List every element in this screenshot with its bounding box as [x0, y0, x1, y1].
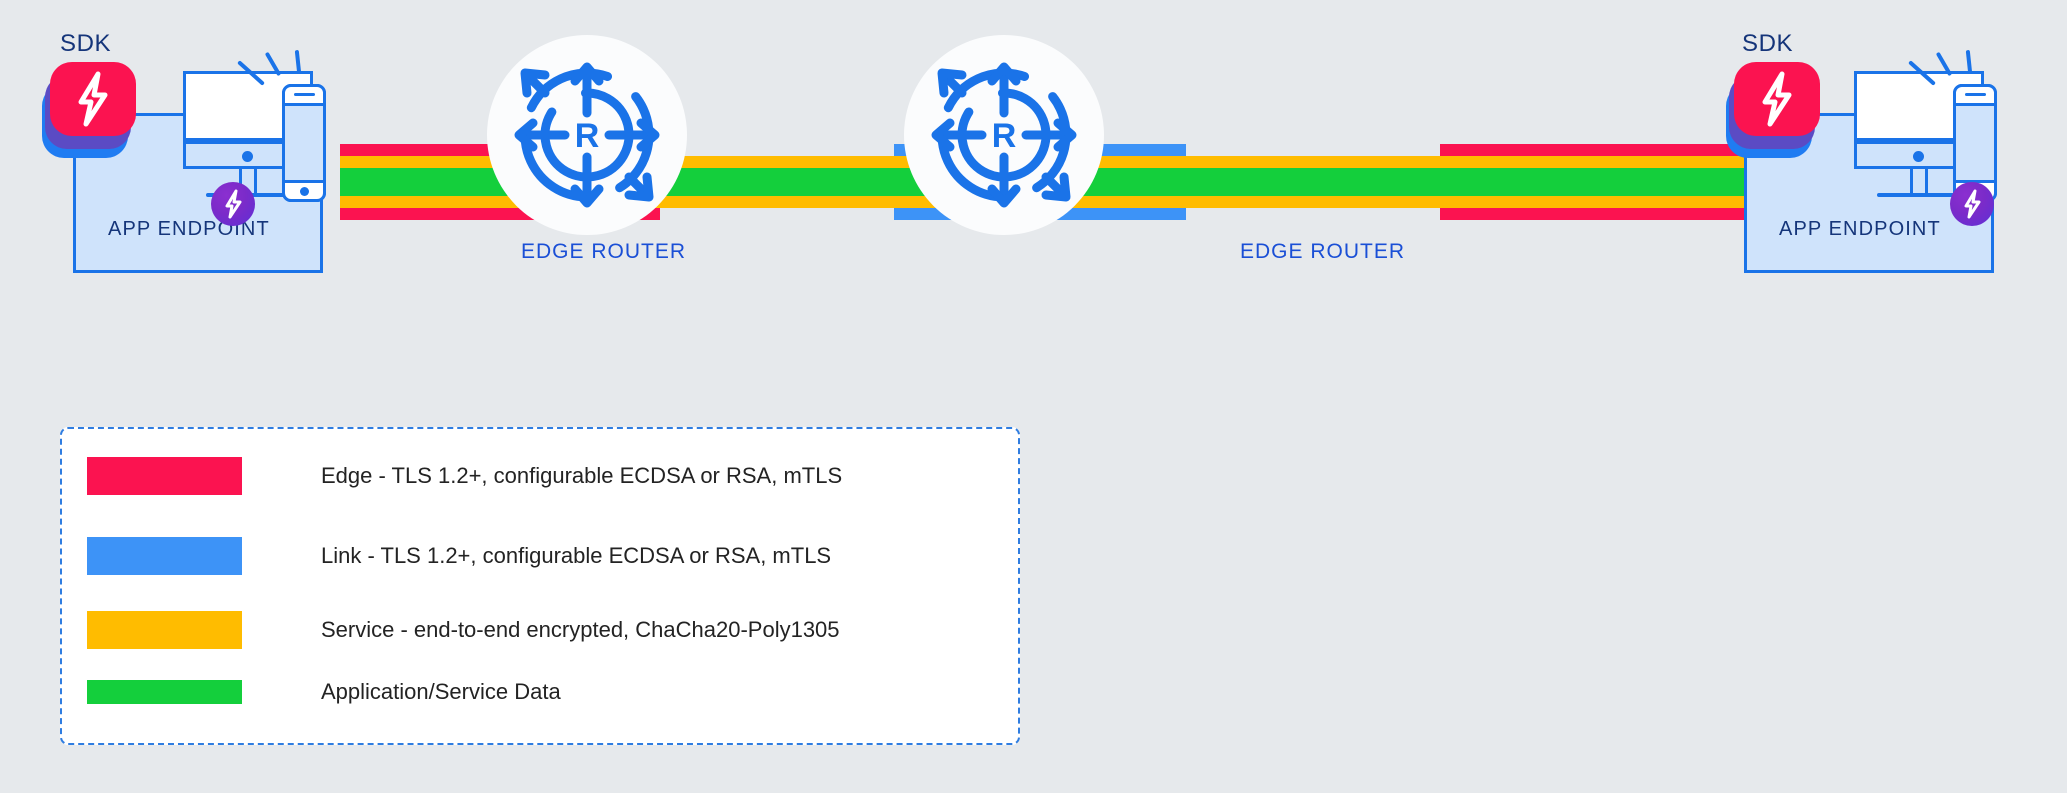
phone-speaker [294, 93, 315, 96]
link-segment-right-edge [1420, 140, 1760, 228]
stripe-data-green [640, 168, 900, 196]
right-sdk-icon[interactable] [1726, 62, 1822, 158]
left-sdk-icon[interactable] [42, 62, 138, 158]
router-arrows-icon: R [931, 62, 1077, 208]
legend-label: Edge - TLS 1.2+, configurable ECDSA or R… [321, 463, 843, 488]
svg-text:R: R [575, 117, 600, 155]
stripe-service-yellow-bottom [640, 196, 900, 208]
left-sdk-label: SDK [60, 30, 112, 57]
badge-bolt-icon [1964, 189, 1981, 219]
legend-item[interactable]: Link - TLS 1.2+, configurable ECDSA or R… [87, 537, 831, 575]
legend-label: Service - end-to-end encrypted, ChaCha20… [321, 617, 840, 642]
left-ziti-badge-icon[interactable] [211, 182, 255, 226]
legend-swatch-data [87, 680, 242, 704]
stripe-service-yellow-top [1180, 156, 1440, 168]
legend-panel: Edge - TLS 1.2+, configurable ECDSA or R… [60, 427, 1020, 745]
router-arrows-icon: R [514, 62, 660, 208]
legend-item[interactable]: Service - end-to-end encrypted, ChaCha20… [87, 611, 840, 649]
stripe-edge-red-bottom [1440, 208, 1760, 220]
badge-bolt-icon [225, 189, 242, 219]
monitor-indicator-dot [242, 151, 253, 162]
legend-label: Application/Service Data [321, 679, 561, 704]
right-ziti-badge-icon[interactable] [1950, 182, 1994, 226]
right-edge-router-circle[interactable]: R [904, 35, 1104, 235]
phone-speaker [1965, 93, 1986, 96]
right-endpoint-label: APP ENDPOINT [1779, 218, 1941, 240]
stripe-service-yellow-bottom [1180, 196, 1440, 208]
legend-label: Link - TLS 1.2+, configurable ECDSA or R… [321, 543, 832, 568]
stripe-service-yellow-bottom [1420, 196, 1760, 208]
svg-text:R: R [992, 117, 1017, 155]
lightning-bolt-icon [78, 71, 108, 127]
legend-swatch-edge [87, 457, 242, 495]
monitor-neck [1910, 169, 1928, 195]
left-edge-router-label: EDGE ROUTER [521, 240, 687, 263]
stripe-edge-red-top [1440, 144, 1760, 156]
stripe-service-yellow-top [640, 156, 900, 168]
link-segment-left-router-pass [640, 140, 900, 228]
legend-item[interactable]: Application/Service Data [87, 679, 561, 705]
stripe-data-green [1180, 168, 1440, 196]
legend-swatch-service [87, 611, 242, 649]
legend-swatch-link [87, 537, 242, 575]
phone-home-button [300, 187, 309, 196]
sdk-layer-red [50, 62, 136, 136]
link-segment-right-router-pass [1180, 140, 1440, 228]
stripe-service-yellow-top [1420, 156, 1760, 168]
monitor-foot [1877, 193, 1961, 197]
stripe-data-green [1420, 168, 1760, 196]
legend-item[interactable]: Edge - TLS 1.2+, configurable ECDSA or R… [87, 457, 842, 495]
right-sdk-label: SDK [1742, 30, 1794, 57]
sdk-layer-red [1734, 62, 1820, 136]
left-edge-router-circle[interactable]: R [487, 35, 687, 235]
right-edge-router-label: EDGE ROUTER [1240, 240, 1406, 263]
lightning-bolt-icon [1762, 71, 1792, 127]
monitor-indicator-dot [1913, 151, 1924, 162]
